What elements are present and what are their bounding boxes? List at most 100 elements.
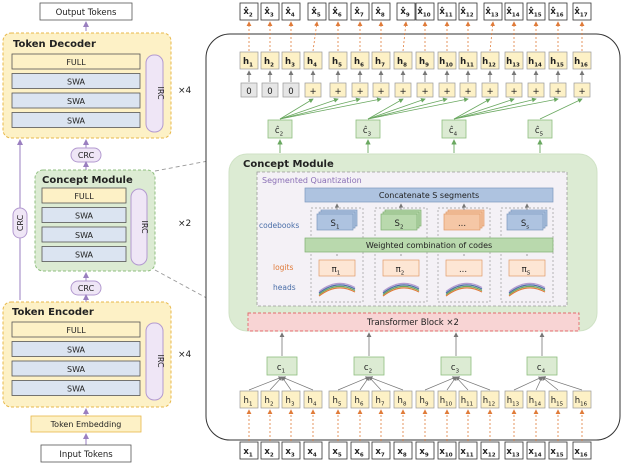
input-token-box [458,441,478,460]
output-token-label-base: x̂ [417,6,423,17]
logits-label-item-sub: 2 [401,271,405,277]
output-token-label: x̂9 [400,6,409,19]
concept-input-label: c2 [364,363,372,375]
op-label: + [356,87,363,97]
encoder-hidden-label: h9 [420,396,429,408]
decoder-layer-label-2: SWA [67,97,86,106]
output-token-label: x̂5 [311,6,320,19]
decoder-hidden-label: h15 [550,57,564,69]
decoder-hidden-box [504,51,524,70]
encoder-hidden-box [371,390,391,409]
encoder-hidden-label-sub: 8 [403,402,407,408]
codebook-label: Ss [521,219,529,231]
concept-input-box [353,356,385,376]
input-token-box [328,441,348,460]
decoder-layer-3 [11,112,141,128]
op-label: + [486,87,493,97]
encoder-hidden-label: h13 [507,396,520,408]
codebook-label-base: S [395,219,400,229]
output-token-label-sub: 11 [445,13,453,19]
encoder-hidden-label: h15 [551,396,564,408]
logits-label-item: πS [522,265,531,277]
encoder-hidden-box [328,390,348,409]
input-token-label-base: x [528,447,534,457]
codebook-label-base: ... [458,219,466,229]
head-curve [318,282,356,292]
decoder-hidden-label-base: h [307,57,313,67]
logits-label-item-sub: S [527,271,531,277]
input-token-box [393,441,413,460]
head-curve [318,285,356,295]
input-token-box [239,441,259,460]
encoder-hidden-label-base: h [333,396,338,406]
decoder-hidden-label: h6 [354,57,364,69]
decoder-hidden-label-base: h [482,57,488,67]
encoder-hidden-label-base: h [483,396,488,406]
decoder-hidden-label-sub: 9 [425,63,429,69]
decoder-hidden-label: h9 [419,57,429,69]
decoder-hidden-label: h11 [460,57,474,69]
output-token-label: x̂15 [528,6,541,19]
output-token-label: x̂8 [375,6,384,19]
logits-label-item: π2 [396,265,405,277]
logits-label-item-base: ... [459,265,467,275]
add-op-box [481,82,499,98]
crc-side-label: CRC [16,214,25,231]
output-token-label: x̂4 [285,6,294,19]
head-curve [382,282,420,292]
concept-irc-label: IRC [140,220,149,234]
decoder-layer-label-1: SWA [67,78,86,87]
decoder-hidden-box [350,51,370,70]
decoder-hidden-label: h2 [264,57,274,69]
input-token-label: x10 [439,447,452,459]
encoder-hidden-box [548,390,568,409]
output-token-box [548,2,568,21]
codebook-card [316,213,354,231]
encoder-hidden-box [415,390,435,409]
output-token-box [307,2,327,21]
op-label: + [510,87,517,97]
concatenate-label: Concatenate S segments [379,191,479,200]
decoder-layer-label-0: FULL [66,58,86,67]
output-token-label-sub: 2 [249,13,253,19]
input-token-label-sub: 4 [313,453,317,459]
output-token-box [328,2,348,21]
encoder-hidden-label-sub: 13 [512,402,520,408]
output-token-label-sub: 4 [291,13,295,19]
decoder-hidden-label-base: h [506,57,512,67]
output-token-label-base: x̂ [400,6,406,17]
output-token-label: x̂6 [332,6,341,19]
head-curve [445,285,483,295]
weighted-combination-bar [304,237,554,253]
input-token-label-sub: 3 [291,453,295,459]
output-token-label: x̂3 [264,6,273,19]
output-token-box [458,2,478,21]
output-token-box [350,2,370,21]
encoder-hidden-label: h8 [398,396,407,408]
logits-label-item: ... [459,265,467,275]
concept-layer-2 [41,226,127,243]
decoder-hidden-label-base: h [439,57,445,67]
encoder-layer-label-2: SWA [67,365,86,374]
concept-output-label: ĉ2 [275,125,283,138]
add-op-box [304,82,322,98]
decoder-hidden-label-sub: 13 [512,63,520,69]
output-token-label-sub: 7 [360,13,364,19]
decoder-hidden-label: h7 [375,57,385,69]
output-token-label-sub: 3 [270,13,274,19]
decoder-hidden-label-sub: 8 [403,63,407,69]
encoder-hidden-label-sub: 4 [313,402,317,408]
input-token-label-base: x [397,447,403,457]
head-curve [508,285,546,295]
decoder-hidden-label: h14 [528,57,542,69]
output-token-label-base: x̂ [528,6,534,17]
head-curve [382,287,420,297]
decoder-hidden-label-sub: 10 [445,63,453,69]
decoder-hidden-box [437,51,457,70]
output-token-label-base: x̂ [264,6,270,17]
encoder-hidden-label-base: h [551,396,556,406]
decoder-hidden-label-sub: 4 [313,63,317,69]
concept-input-label-sub: 4 [542,369,546,375]
decoder-hidden-label-base: h [460,57,466,67]
